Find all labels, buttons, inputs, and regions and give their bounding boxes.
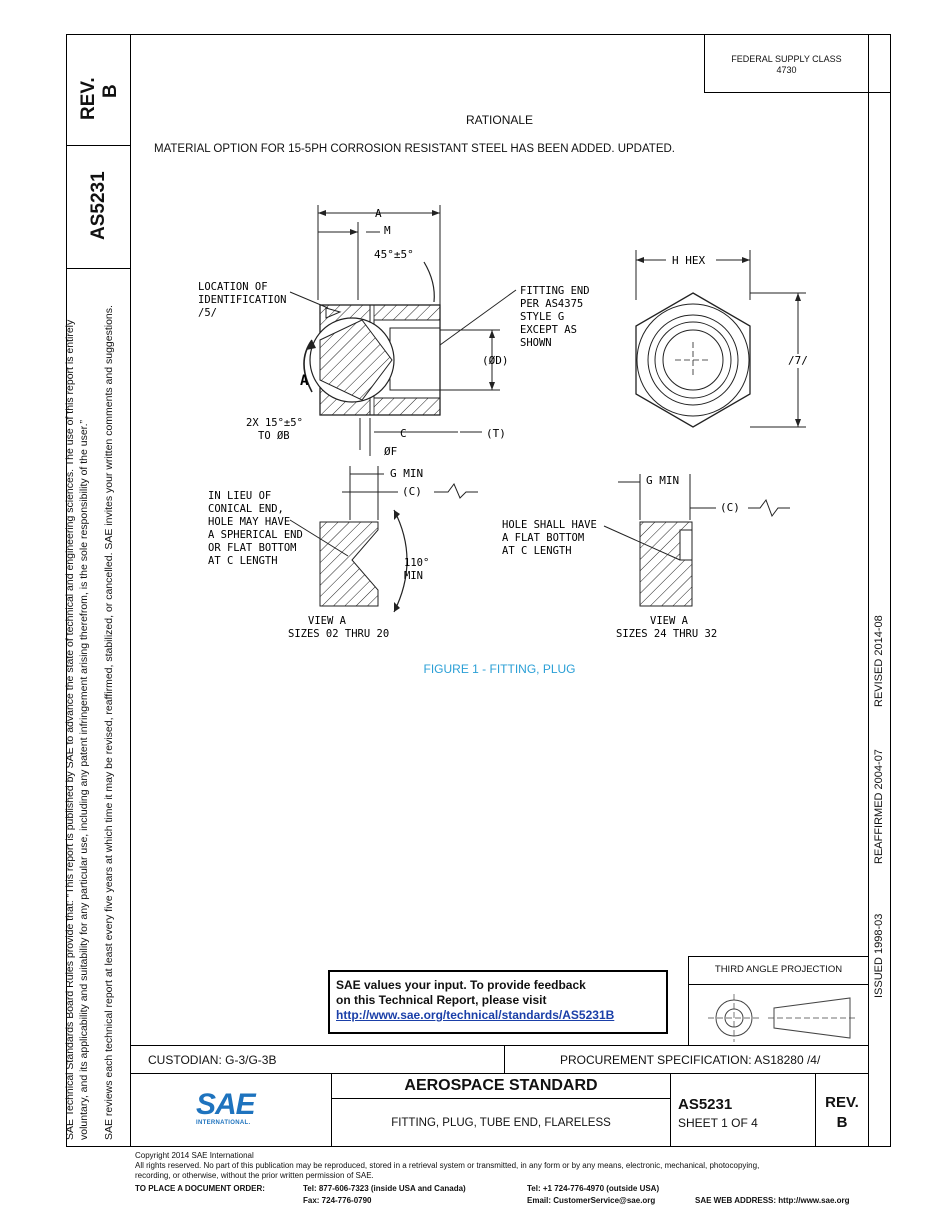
federal-supply-label: FEDERAL SUPPLY CLASS bbox=[731, 54, 842, 64]
dim-od-text: (ØD) bbox=[482, 354, 509, 367]
title-heading-divider bbox=[331, 1098, 670, 1099]
figure-caption: FIGURE 1 - FITTING, PLUG bbox=[423, 662, 576, 676]
title-doc-number: AS5231 bbox=[678, 1096, 733, 1113]
rationale-heading: RATIONALE bbox=[465, 113, 534, 127]
angle-110-label: 110° MIN bbox=[404, 557, 436, 582]
top-frame-line bbox=[66, 34, 890, 35]
projection-box-top bbox=[688, 956, 868, 957]
projection-symbol bbox=[708, 994, 856, 1042]
right-inner-frame-line bbox=[868, 34, 869, 1146]
title-number-divider bbox=[670, 1073, 671, 1146]
side-rev-label: REV. bbox=[78, 77, 99, 120]
dim-c-text: C bbox=[400, 427, 407, 440]
sae-logo: SAE INTERNATIONAL. bbox=[196, 1090, 264, 1134]
federal-supply-value: 4730 bbox=[776, 65, 797, 75]
side-doc-number: AS5231 bbox=[88, 171, 109, 240]
footer: Copyright 2014 SAE International All rig… bbox=[135, 1151, 895, 1181]
sheet-number: SHEET 1 OF 4 bbox=[678, 1116, 758, 1130]
reaffirmed-date: REAFFIRMED 2004-07 bbox=[873, 749, 885, 864]
hole-label: HOLE SHALL HAVE A FLAT BOTTOM AT C LENGT… bbox=[502, 519, 603, 557]
fitting-plug-drawing: A M 45°±5° (ØD) A LOCATION OF IDENTIFICA… bbox=[198, 205, 812, 640]
footer-tel-intl: Tel: +1 724-776-4970 (outside USA) bbox=[527, 1184, 660, 1193]
federal-supply-class: FEDERAL SUPPLY CLASS 4730 bbox=[705, 54, 868, 76]
location-label: LOCATION OF IDENTIFICATION /5/ bbox=[198, 281, 293, 319]
dim-m-text: M bbox=[384, 224, 391, 237]
projection-label: THIRD ANGLE PROJECTION bbox=[714, 964, 843, 975]
custodian-divider bbox=[504, 1045, 505, 1073]
footer-copyright: Copyright 2014 SAE International bbox=[135, 1151, 254, 1160]
bottom-frame-line bbox=[66, 1146, 891, 1147]
projection-box-divider bbox=[688, 984, 868, 985]
lieu-label: IN LIEU OF CONICAL END, HOLE MAY HAVE A … bbox=[208, 490, 309, 567]
angle-15-label: 2X 15°±5° TO ØB bbox=[246, 417, 309, 442]
note-7-text: /7/ bbox=[788, 354, 808, 367]
sae-logo-mark: SAE bbox=[196, 1088, 256, 1121]
c-paren-right-text: (C) bbox=[720, 501, 740, 514]
dim-t-text: (T) bbox=[486, 427, 506, 440]
angle-45-text: 45°±5° bbox=[374, 248, 414, 261]
h-hex-text: H HEX bbox=[672, 254, 705, 267]
right-frame-line bbox=[890, 34, 891, 1146]
footer-fax: Fax: 724-776-0790 bbox=[303, 1196, 372, 1205]
custodian: CUSTODIAN: G-3/G-3B bbox=[148, 1053, 277, 1067]
document-subtitle: FITTING, PLUG, TUBE END, FLARELESS bbox=[391, 1117, 611, 1129]
rationale-text: MATERIAL OPTION FOR 15-5PH CORROSION RES… bbox=[154, 143, 676, 155]
left-inner-frame-line bbox=[130, 34, 131, 1146]
title-rev-value: B bbox=[836, 1114, 848, 1131]
feedback-line1: SAE values your input. To provide feedba… bbox=[336, 978, 586, 992]
supply-box-left bbox=[704, 34, 705, 92]
feedback-link[interactable]: http://www.sae.org/technical/standards/A… bbox=[336, 1008, 615, 1022]
docnum-box-divider bbox=[66, 268, 130, 269]
footer-order-label: TO PLACE A DOCUMENT ORDER: bbox=[135, 1184, 265, 1193]
procurement: PROCUREMENT SPECIFICATION: AS18280 /4/ bbox=[560, 1053, 821, 1067]
left-frame-line bbox=[66, 34, 67, 1146]
aerospace-standard-heading: AEROSPACE STANDARD bbox=[404, 1077, 598, 1094]
c-paren-left-text: (C) bbox=[402, 485, 422, 498]
custodian-row-top bbox=[131, 1045, 868, 1046]
side-rev-value: B bbox=[100, 84, 121, 98]
feedback-box: SAE values your input. To provide feedba… bbox=[328, 970, 668, 1034]
supply-box-bottom bbox=[704, 92, 890, 93]
footer-rights-2: recording, or otherwise, without the pri… bbox=[135, 1171, 374, 1180]
footer-tel-us: Tel: 877-606-7323 (inside USA and Canada… bbox=[303, 1184, 466, 1193]
revised-date: REVISED 2014-08 bbox=[873, 615, 885, 707]
view-left-label: VIEW A SIZES 02 THRU 20 bbox=[288, 615, 389, 640]
sae-logo-subtext: INTERNATIONAL. bbox=[196, 1120, 251, 1126]
title-rev-label: REV. bbox=[825, 1094, 859, 1111]
projection-box-left bbox=[688, 956, 689, 1045]
issued-date: ISSUED 1998-03 bbox=[873, 913, 885, 998]
dim-a-text: A bbox=[375, 207, 382, 220]
g-min-right-text: G MIN bbox=[646, 474, 679, 487]
side-notice-line2: voluntary, and its applicability and sui… bbox=[78, 419, 90, 1140]
title-logo-divider bbox=[331, 1073, 332, 1146]
side-notice-line3: SAE reviews each technical report at lea… bbox=[103, 305, 115, 1140]
dim-f-text: ØF bbox=[384, 445, 397, 458]
rev-box-divider bbox=[66, 145, 130, 146]
footer-web[interactable]: SAE WEB ADDRESS: http://www.sae.org bbox=[695, 1196, 850, 1205]
custodian-row-bottom bbox=[131, 1073, 868, 1074]
title-rev-divider bbox=[815, 1073, 816, 1146]
feedback-line2: on this Technical Report, please visit bbox=[336, 993, 547, 1007]
fitting-end-label: FITTING END PER AS4375 STYLE G EXCEPT AS… bbox=[520, 285, 596, 349]
footer-email[interactable]: Email: CustomerService@sae.org bbox=[527, 1196, 656, 1205]
view-right-label: VIEW A SIZES 24 THRU 32 bbox=[616, 615, 717, 640]
g-min-left-text: G MIN bbox=[390, 467, 423, 480]
view-marker-text: A bbox=[300, 373, 309, 389]
side-notice-line1: SAE Technical Standards Board Rules prov… bbox=[64, 319, 76, 1140]
footer-rights-1: All rights reserved. No part of this pub… bbox=[135, 1161, 760, 1170]
